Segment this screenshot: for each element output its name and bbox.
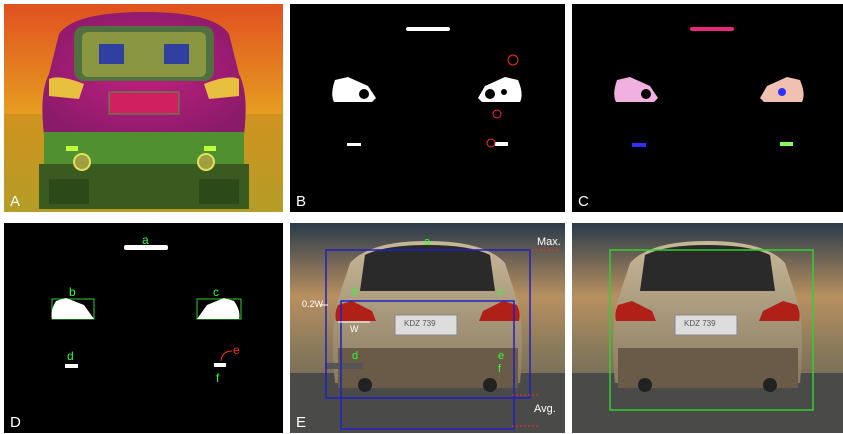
light-c <box>197 298 240 319</box>
panel-f: KDZ 739 <box>572 223 843 433</box>
false-candidate-circle <box>507 54 519 66</box>
plate-text: KDZ 739 <box>684 319 716 328</box>
marker-f: f <box>216 371 220 385</box>
left-tail-light <box>332 77 376 102</box>
left-low-light <box>632 143 646 147</box>
marker-b: b <box>69 285 76 299</box>
marker-e: e <box>498 350 505 362</box>
marker-f: f <box>498 363 502 375</box>
marker-c: c <box>213 285 219 299</box>
left-tail-light <box>614 77 658 102</box>
marker-d: d <box>352 350 359 362</box>
light-d <box>65 364 78 368</box>
avg-label: Avg. <box>534 403 556 415</box>
marker-c: c <box>498 286 504 298</box>
panel-d: a b c d e f D <box>4 223 283 433</box>
panel-label: D <box>10 414 21 431</box>
marker-d: d <box>67 349 74 363</box>
marker-a: a <box>142 233 149 247</box>
marker-b: b <box>352 286 359 298</box>
marker-e: e <box>233 343 240 357</box>
light-bar-top <box>690 27 734 31</box>
right-low-light <box>495 142 508 146</box>
right-tail-light <box>478 77 522 102</box>
plate-text: KDZ 739 <box>404 319 436 328</box>
left-low-light <box>347 143 361 146</box>
light-b <box>51 298 94 319</box>
avg-box <box>340 300 515 430</box>
panel-a: A <box>4 4 283 212</box>
width-label: W <box>350 324 359 334</box>
marker-a: a <box>424 236 431 248</box>
max-label: Max. <box>537 236 561 248</box>
panel-label: B <box>296 193 307 210</box>
light-f <box>214 363 226 367</box>
detection-box <box>609 249 814 411</box>
panel-b: B <box>290 4 565 212</box>
panel-label: E <box>296 414 307 431</box>
panel-label: A <box>10 193 21 210</box>
panel-label: C <box>578 193 589 210</box>
max-box <box>325 249 531 399</box>
right-low-light <box>780 142 793 146</box>
false-candidate-circle <box>492 109 502 119</box>
ratio-label: 0.2W <box>302 299 324 309</box>
light-a <box>124 245 168 250</box>
arrow-e <box>220 350 233 362</box>
panel-c: C <box>572 4 843 212</box>
false-candidate-circle <box>486 138 496 148</box>
light-bar-top <box>406 27 450 31</box>
panel-e: KDZ 739 a b c d e f Max. Avg. 0.2W W E <box>290 223 565 433</box>
